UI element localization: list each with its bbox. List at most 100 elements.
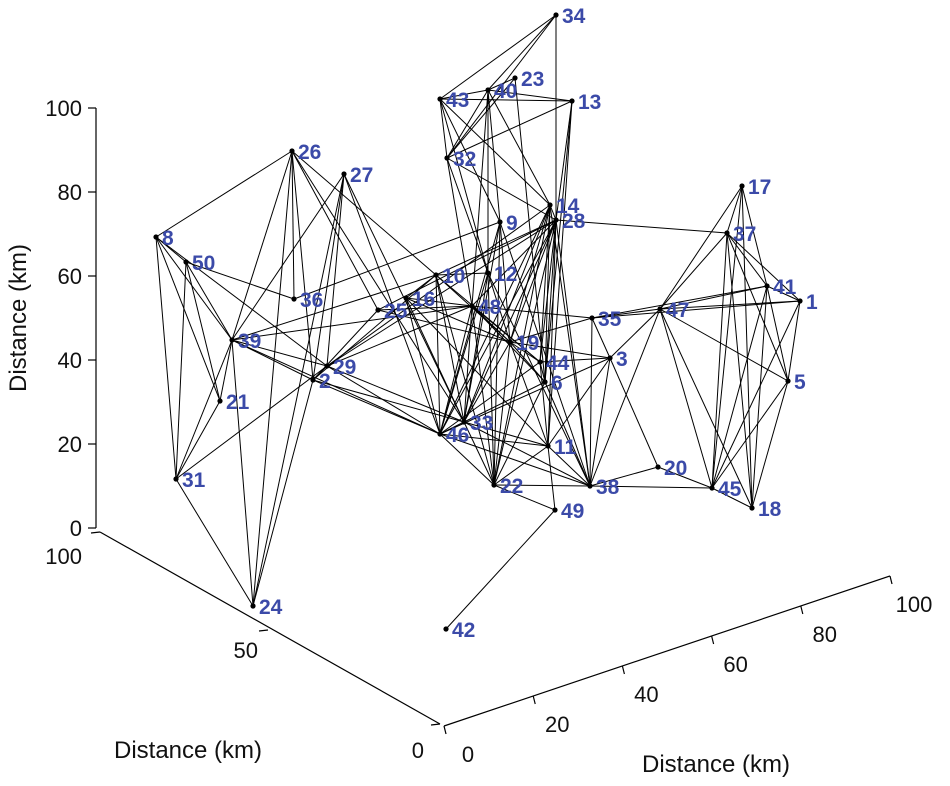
edge-35-41 bbox=[591, 285, 768, 319]
node-label-47: 47 bbox=[666, 299, 689, 322]
node-25 bbox=[375, 307, 381, 313]
node-label-46: 46 bbox=[446, 424, 469, 447]
edge-10-46 bbox=[435, 274, 441, 435]
edge-40-14 bbox=[487, 89, 551, 206]
edge-19-6 bbox=[509, 341, 546, 383]
node-1 bbox=[797, 298, 803, 304]
node-50 bbox=[183, 259, 189, 265]
edge-39-10 bbox=[231, 274, 437, 341]
y-tick-mark bbox=[430, 723, 441, 726]
node-40 bbox=[485, 87, 491, 93]
node-34 bbox=[553, 12, 559, 18]
edge-45-18 bbox=[711, 487, 753, 509]
edge-6-22 bbox=[493, 381, 546, 486]
node-label-1: 1 bbox=[806, 291, 818, 314]
edge-43-32 bbox=[439, 98, 448, 159]
edge-26-8 bbox=[155, 150, 293, 238]
edge-28-37 bbox=[555, 219, 728, 234]
edge-39-2 bbox=[231, 339, 314, 381]
node-label-19: 19 bbox=[516, 332, 539, 355]
edge-38-3 bbox=[589, 357, 611, 487]
edge-6-38 bbox=[544, 381, 591, 487]
node-33 bbox=[461, 419, 467, 425]
node-label-20: 20 bbox=[664, 457, 687, 480]
node-39 bbox=[229, 337, 235, 343]
x-tick-mark bbox=[711, 635, 715, 645]
edge-47-45 bbox=[659, 308, 713, 489]
node-label-5: 5 bbox=[794, 371, 806, 394]
node-label-10: 10 bbox=[442, 265, 465, 288]
edge-41-5 bbox=[766, 285, 789, 382]
edge-28-33 bbox=[463, 219, 557, 423]
edge-16-48 bbox=[405, 297, 473, 307]
node-label-6: 6 bbox=[551, 372, 563, 395]
node-label-45: 45 bbox=[718, 478, 742, 501]
z-tick-label: 0 bbox=[70, 516, 82, 541]
edge-12-19 bbox=[487, 272, 511, 343]
edge-22-49 bbox=[493, 484, 556, 511]
edge-32-28 bbox=[446, 157, 557, 221]
node-19 bbox=[507, 339, 513, 345]
edge-48-35 bbox=[471, 305, 593, 319]
edge-9-46 bbox=[439, 221, 501, 435]
edge-43-40 bbox=[439, 89, 489, 100]
edge-27-2 bbox=[312, 173, 345, 381]
node-16 bbox=[403, 295, 409, 301]
edge-6-33 bbox=[463, 381, 546, 423]
y-tick-mark bbox=[90, 531, 101, 534]
edge-47-17 bbox=[659, 185, 743, 310]
z-tick-label: 100 bbox=[45, 96, 82, 121]
node-label-31: 31 bbox=[182, 469, 206, 492]
edge-38-45 bbox=[589, 485, 713, 489]
x-tick-label: 40 bbox=[634, 682, 658, 707]
edge-37-41 bbox=[726, 232, 768, 287]
edge-48-22 bbox=[471, 305, 495, 486]
edge-26-39 bbox=[231, 150, 293, 341]
edge-43-13 bbox=[439, 98, 573, 102]
edge-25-28 bbox=[377, 219, 557, 311]
edge-34-40 bbox=[487, 14, 557, 91]
node-10 bbox=[433, 272, 439, 278]
edge-8-39 bbox=[155, 236, 233, 341]
edge-37-18 bbox=[726, 232, 753, 509]
node-label-34: 34 bbox=[562, 5, 586, 28]
node-label-18: 18 bbox=[758, 498, 782, 521]
edge-28-44 bbox=[539, 219, 557, 363]
node-43 bbox=[437, 96, 443, 102]
edge-19-44 bbox=[509, 341, 541, 363]
edge-47-37 bbox=[659, 232, 728, 310]
node-label-16: 16 bbox=[412, 288, 435, 311]
network-edges bbox=[155, 14, 801, 630]
edge-43-9 bbox=[439, 98, 501, 223]
edge-2-25 bbox=[312, 309, 379, 381]
edge-31-24 bbox=[175, 478, 254, 607]
x-tick-label: 100 bbox=[896, 592, 933, 617]
edge-14-22 bbox=[493, 204, 551, 486]
edge-38-47 bbox=[589, 308, 661, 487]
node-label-2: 2 bbox=[319, 370, 331, 393]
y-tick-label: 50 bbox=[234, 638, 258, 663]
node-label-50: 50 bbox=[192, 252, 215, 275]
edge-50-21 bbox=[185, 261, 221, 402]
node-12 bbox=[485, 270, 491, 276]
edge-29-46 bbox=[326, 365, 441, 435]
node-label-17: 17 bbox=[748, 176, 771, 199]
node-label-37: 37 bbox=[733, 223, 756, 246]
edge-41-18 bbox=[751, 285, 768, 509]
x-tick-label: 80 bbox=[813, 622, 837, 647]
node-label-43: 43 bbox=[446, 89, 469, 112]
node-label-33: 33 bbox=[470, 412, 493, 435]
edge-26-36 bbox=[291, 150, 295, 300]
x-tick-label: 60 bbox=[723, 652, 747, 677]
edge-3-11 bbox=[547, 357, 611, 447]
node-35 bbox=[589, 315, 595, 321]
edge-26-10 bbox=[291, 150, 437, 276]
edge-3-20 bbox=[609, 357, 659, 468]
node-label-21: 21 bbox=[226, 391, 250, 414]
edge-44-6 bbox=[539, 361, 546, 383]
edge-12-38 bbox=[487, 272, 591, 487]
edge-38-11 bbox=[547, 445, 591, 487]
edge-26-33 bbox=[291, 150, 465, 423]
edge-40-13 bbox=[487, 89, 573, 102]
